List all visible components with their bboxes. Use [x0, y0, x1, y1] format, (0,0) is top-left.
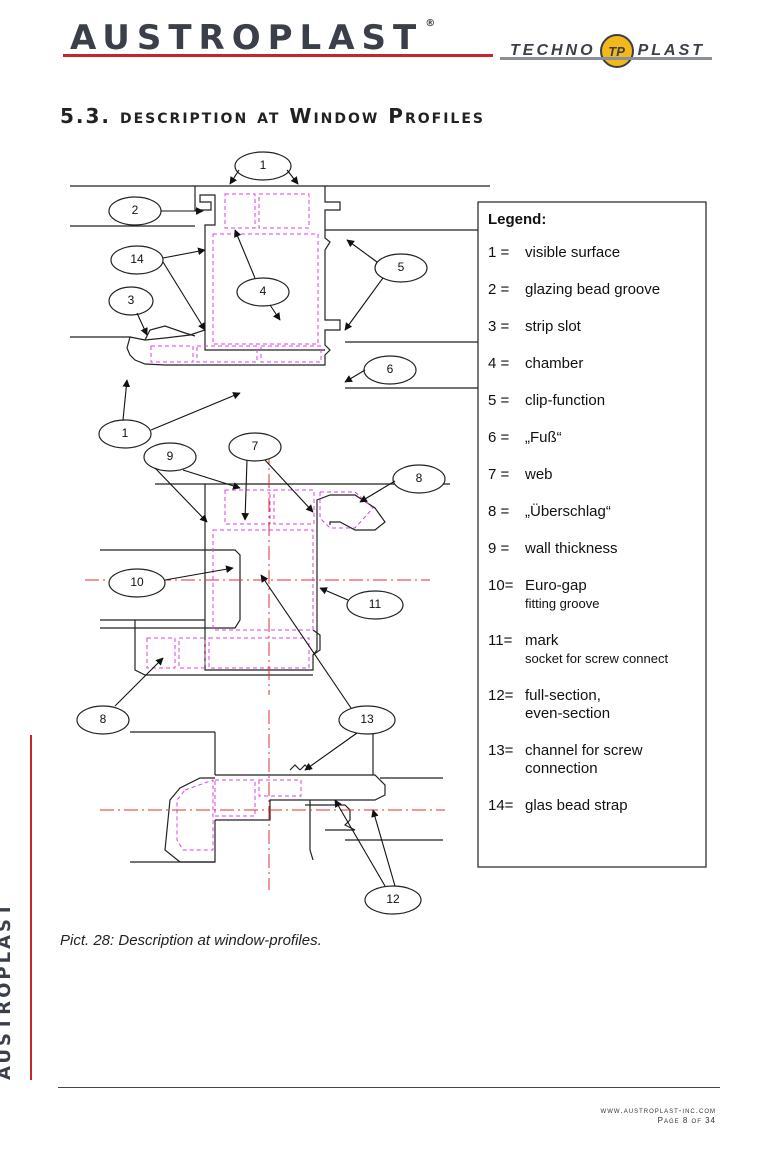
profile-c-chambers [176, 779, 302, 851]
callout-1b: 1 [122, 426, 129, 440]
callout-8a: 8 [416, 471, 423, 485]
legend-item-12-subtext: even-section [525, 705, 610, 722]
legend-item-13-subtext: connection [525, 760, 598, 777]
legend-item-7-number: 7 = [488, 466, 510, 483]
callout-6: 6 [387, 362, 394, 376]
callout-4: 4 [260, 284, 267, 298]
legend-item-3-text: strip slot [525, 318, 582, 335]
legend-item-2-text: glazing bead groove [525, 281, 660, 298]
legend-item-12-number: 12= [488, 687, 514, 704]
callout-9: 9 [167, 449, 174, 463]
legend-item-9-text: wall thickness [524, 540, 618, 557]
page-footer: www.austroplast-inc.com Page 8 of 34 [601, 1106, 716, 1126]
legend-item-14-number: 14= [488, 797, 514, 814]
legend-item-2-number: 2 = [488, 281, 510, 298]
footer-rule [58, 1087, 720, 1088]
callout-1a: 1 [260, 158, 267, 172]
legend-item-6-text: „Fuß“ [525, 429, 562, 446]
legend-item-5-number: 5 = [488, 392, 510, 409]
partner-left: TECHNO [510, 42, 596, 59]
side-red-rule [30, 735, 32, 1080]
profile-b [100, 483, 450, 676]
footer-website: www.austroplast-inc.com [600, 1106, 716, 1115]
legend-item-12-text: full-section, [525, 687, 601, 704]
callout-13: 13 [360, 712, 374, 726]
profile-b-chambers [146, 489, 374, 669]
brand-name: AUSTROPLAST [70, 18, 424, 58]
callout-5: 5 [398, 260, 405, 274]
callout-14: 14 [130, 252, 144, 266]
profile-c [130, 731, 443, 863]
legend-title: Legend: [488, 211, 546, 228]
technoplast-logo: TECHNO TP PLAST [510, 34, 705, 68]
legend-item-11-number: 11= [488, 632, 513, 649]
callout-8b: 8 [100, 712, 107, 726]
callout-numbers: 1 2 14 3 4 5 6 1 9 7 8 10 11 8 13 12 [100, 158, 423, 906]
registered-mark: ® [425, 18, 436, 29]
window-profile-diagram: 1 2 14 3 4 5 6 1 9 7 8 10 11 8 13 12 [70, 151, 707, 915]
callout-7: 7 [252, 439, 259, 453]
header-gray-rule [500, 57, 712, 60]
austroplast-logo: AUSTROPLAST® [70, 18, 435, 58]
legend-item-10-number: 10= [488, 577, 514, 594]
profile-a [70, 185, 490, 389]
figure-caption: Pict. 28: Description at window-profiles… [60, 932, 322, 949]
legend-item-1-number: 1 = [488, 244, 510, 261]
footer-page-number: Page 8 of 34 [657, 1116, 716, 1125]
leader-arrows [114, 169, 396, 887]
profile-a-chambers [150, 193, 322, 363]
legend-box: Legend: 1 = visible surface 2 = glazing bea… [477, 201, 707, 868]
header-red-rule [63, 54, 493, 57]
callout-11: 11 [369, 597, 382, 611]
partner-right: PLAST [637, 42, 706, 59]
side-brand-logo: AUSTROPLAST [0, 900, 15, 1080]
legend-item-3-number: 3 = [488, 318, 510, 335]
legend-item-6-number: 6 = [488, 429, 510, 446]
callout-2: 2 [132, 203, 139, 217]
legend-item-8-text: „Überschlag“ [525, 502, 611, 520]
callout-3: 3 [128, 293, 135, 307]
legend-item-1-text: visible surface [525, 244, 620, 261]
profile-c-axes [100, 710, 445, 890]
legend-item-9-number: 9 = [488, 540, 510, 557]
legend-item-4-text: chamber [525, 355, 583, 372]
legend-item-13-number: 13= [488, 742, 514, 759]
legend-item-7-text: web [524, 466, 553, 483]
callouts [76, 151, 446, 915]
legend-item-8-number: 8 = [488, 503, 510, 520]
legend-item-10-text: Euro-gap [525, 577, 587, 594]
legend-item-11-text: mark [525, 632, 559, 649]
legend-item-13-text: channel for screw [525, 742, 643, 759]
legend-item-11-subtext: socket for screw connect [525, 651, 668, 666]
legend-item-10-subtext: fitting groove [525, 596, 599, 611]
callout-10: 10 [130, 575, 144, 589]
legend-item-4-number: 4 = [488, 355, 510, 372]
legend-item-14-text: glas bead strap [525, 797, 628, 814]
callout-12: 12 [386, 892, 400, 906]
legend-item-5-text: clip-function [525, 392, 605, 409]
tp-badge-icon: TP [599, 34, 634, 68]
section-title: 5.3. description at Window Profiles [60, 104, 485, 128]
